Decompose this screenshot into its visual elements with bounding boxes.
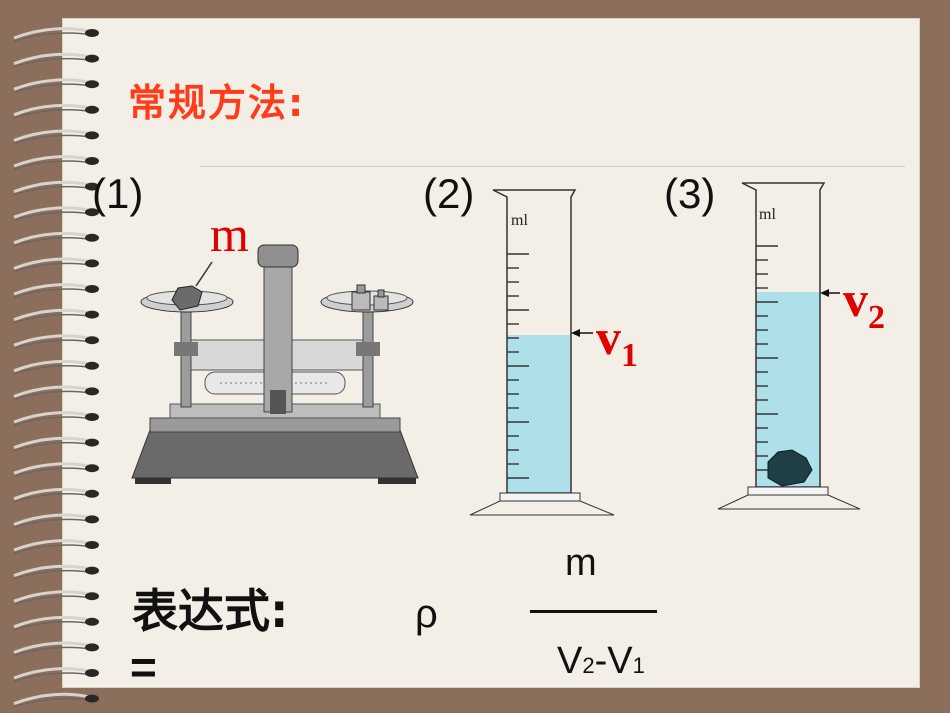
cylinder-2-unit: ml (759, 206, 776, 223)
volume-label-v1: v1 (596, 308, 638, 375)
step-2-label: (2) (423, 170, 475, 217)
balance-scale-icon (131, 244, 419, 484)
equals-sign: = (130, 641, 157, 693)
v2-letter: v (843, 271, 868, 327)
expression-label: 表达式: (132, 584, 289, 638)
cylinder-1-unit: ml (511, 212, 528, 229)
den-v1-sub: 1 (632, 653, 645, 678)
slide-title: 常规方法: (128, 81, 306, 125)
spiral-binding (13, 27, 99, 708)
v1-letter: v (596, 309, 621, 365)
den-v2: V (557, 640, 583, 682)
den-v1: V (607, 640, 633, 682)
fraction-bar (530, 610, 657, 613)
fraction-numerator: m (565, 542, 597, 584)
title-divider (200, 166, 905, 167)
mass-label: m (210, 206, 249, 262)
v1-subscript: 1 (621, 337, 638, 374)
volume-label-v2: v2 (843, 270, 885, 337)
den-v2-sub: 2 (582, 653, 595, 678)
step-1-label: (1) (92, 170, 144, 217)
v2-subscript: 2 (868, 299, 885, 336)
rho-symbol: ρ (415, 592, 438, 636)
fraction-denominator: V2-V1 (557, 640, 645, 683)
graduated-cylinder-2-icon (717, 182, 861, 510)
step-3-label: (3) (664, 170, 716, 217)
graduated-cylinder-1-icon (469, 189, 615, 516)
den-minus: - (594, 640, 608, 682)
